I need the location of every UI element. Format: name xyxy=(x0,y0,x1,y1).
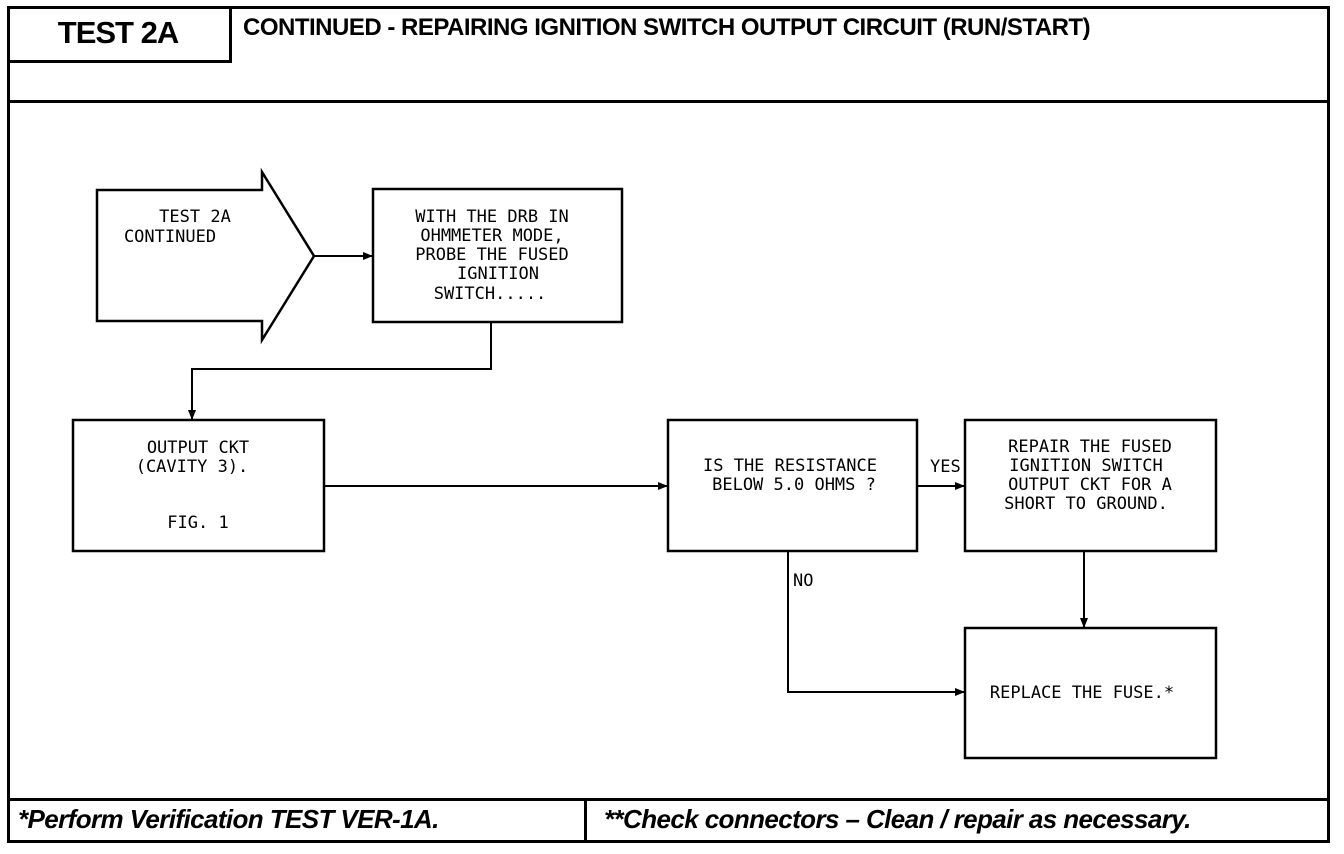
start-arrow: TEST 2A CONTINUED xyxy=(95,167,316,345)
footer-column-divider xyxy=(584,798,587,843)
footer-note-connectors: **Check connectors – Clean / repair as n… xyxy=(604,804,1191,834)
start-arrow-line-2: CONTINUED xyxy=(124,227,216,247)
probe-box-line-3: PROBE THE FUSED xyxy=(415,245,569,265)
footer-note-verification: *Perform Verification TEST VER-1A. xyxy=(18,804,439,834)
yes-label: YES xyxy=(930,457,961,477)
probe-box-line-1: WITH THE DRB IN xyxy=(415,207,569,227)
repair-box-line-2: IGNITION SWITCH xyxy=(1009,456,1163,476)
output-box-line-2: (CAVITY 3). xyxy=(136,457,249,477)
header-divider xyxy=(7,100,1330,103)
connector-probe-to-output xyxy=(188,322,492,420)
page-title: CONTINUED - REPAIRING IGNITION SWITCH OU… xyxy=(243,14,1091,41)
output-box-line-3: FIG. 1 xyxy=(167,513,228,533)
repair-box-line-3: OUTPUT CKT FOR A xyxy=(1008,475,1172,495)
start-arrow-line-1: TEST 2A xyxy=(159,207,231,227)
no-label: NO xyxy=(793,571,813,591)
decision-box-line-2: BELOW 5.0 OHMS ? xyxy=(712,475,876,495)
repair-box: REPAIR THE FUSED IGNITION SWITCH OUTPUT … xyxy=(963,418,1218,553)
probe-box-line-4: IGNITION xyxy=(457,264,539,284)
output-ckt-box: OUTPUT CKT (CAVITY 3). FIG. 1 xyxy=(71,418,326,553)
probe-box: WITH THE DRB IN OHMMETER MODE, PROBE THE… xyxy=(371,187,624,324)
repair-box-line-4: SHORT TO GROUND. xyxy=(1004,494,1168,514)
page-frame xyxy=(7,6,1330,843)
repair-box-line-1: REPAIR THE FUSED xyxy=(1008,437,1172,457)
footer-divider xyxy=(7,798,1330,801)
replace-box: REPLACE THE FUSE.* xyxy=(963,626,1218,760)
test-label: TEST 2A xyxy=(7,6,232,63)
decision-box: IS THE RESISTANCE BELOW 5.0 OHMS ? xyxy=(666,418,919,553)
output-box-line-1: OUTPUT CKT xyxy=(147,438,249,458)
decision-box-line-1: IS THE RESISTANCE xyxy=(703,456,877,476)
replace-box-line-1: REPLACE THE FUSE.* xyxy=(990,683,1174,703)
probe-box-line-5: SWITCH..... xyxy=(434,284,547,304)
probe-box-line-2: OHMMETER MODE, xyxy=(420,226,563,246)
connector-no-to-replace xyxy=(787,551,965,696)
